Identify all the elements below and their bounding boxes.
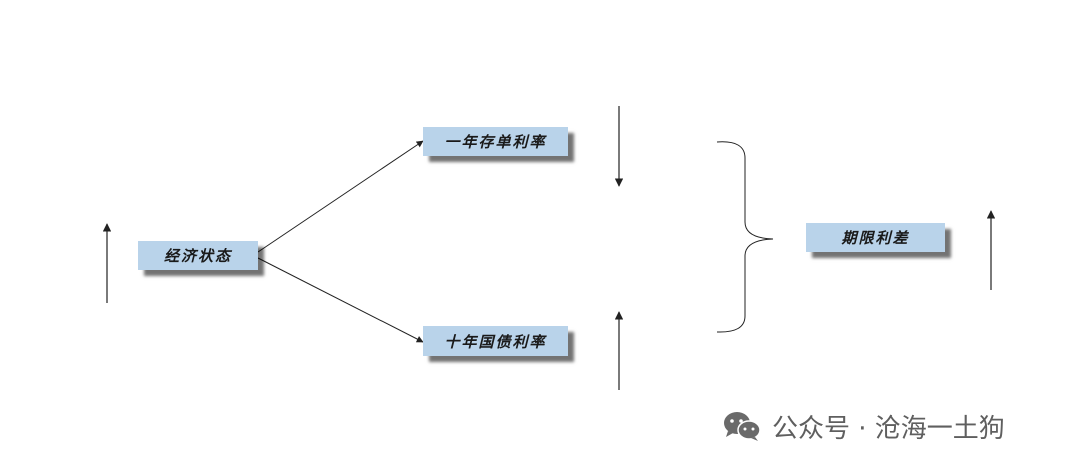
watermark: 公众号 · 沧海一土狗: [722, 406, 1005, 446]
right-curly-brace: [716, 141, 774, 333]
watermark-text: 公众号 · 沧海一土狗: [772, 413, 1005, 444]
arrow-economy-to-1y-rate: [257, 140, 424, 253]
node-economic-state: 经济状态: [138, 241, 258, 270]
node-term-spread: 期限利差: [806, 223, 945, 252]
arrow-economy-to-10y-rate: [257, 257, 424, 343]
wechat-icon: [724, 412, 761, 441]
node-1y-cd-rate: 一年存单利率: [423, 127, 568, 156]
node-10y-treasury-rate: 十年国债利率: [423, 326, 568, 356]
